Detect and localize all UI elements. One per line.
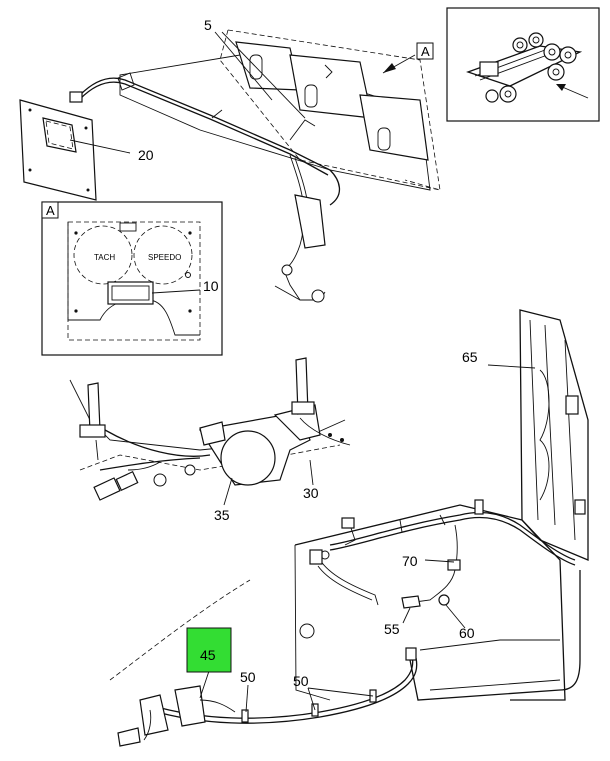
- callout-5: 5: [204, 17, 212, 33]
- callout-55: 55: [384, 621, 400, 637]
- callout-30: 30: [303, 485, 319, 501]
- callout-50-right: 50: [293, 673, 309, 689]
- callout-10: 10: [203, 278, 219, 294]
- callout-45: 45: [200, 647, 216, 663]
- speedo-label: SPEEDO: [148, 253, 181, 262]
- tach-label: TACH: [94, 253, 115, 262]
- svg-text:A: A: [46, 203, 55, 218]
- view-a-tag: A: [416, 42, 434, 60]
- dash-panel-assembly: [69, 29, 441, 303]
- callout-70: 70: [402, 553, 418, 569]
- callout-60: 60: [459, 625, 475, 641]
- callout-50-left: 50: [240, 669, 256, 685]
- leaders-top: [69, 31, 416, 154]
- callout-35: 35: [214, 507, 230, 523]
- detail-a-inset: A TACH SPEEDO: [41, 201, 223, 356]
- callout-20: 20: [138, 147, 154, 163]
- truck-locator-inset: [446, 7, 600, 122]
- instrument-plate-20: [19, 99, 97, 201]
- cab-interior-assembly: [109, 309, 589, 747]
- callout-65: 65: [462, 349, 478, 365]
- bracket-assembly: [69, 357, 351, 506]
- svg-text:A: A: [421, 44, 430, 59]
- callout-45-highlight[interactable]: 45: [186, 627, 232, 673]
